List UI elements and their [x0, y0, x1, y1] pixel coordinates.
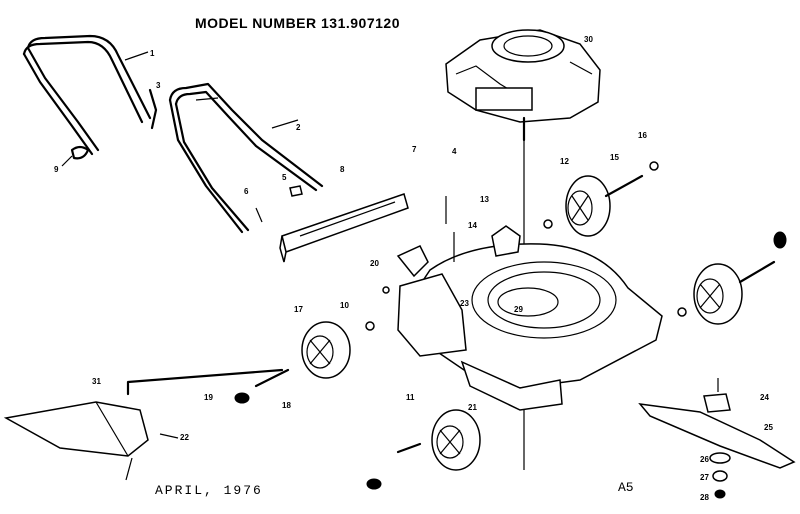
engine: [445, 29, 601, 470]
mower-deck: [396, 196, 663, 411]
callout-4: 4: [452, 147, 457, 156]
callout-18: 18: [282, 401, 291, 410]
callout-15: 15: [610, 153, 619, 162]
discharge-deflector: [3, 368, 284, 481]
callout-16: 16: [638, 131, 647, 140]
callout-28: 28: [700, 493, 709, 502]
callout-25: 25: [764, 423, 773, 432]
rear-wheel-far: [693, 263, 743, 325]
callout-21: 21: [468, 403, 477, 412]
callout-29: 29: [514, 305, 523, 314]
part-callouts: 1 2 3 4 5 6 7 8 9 10 11 12 13 14 15 16 1…: [54, 35, 773, 502]
model-number-title: MODEL NUMBER 131.907120: [195, 15, 400, 31]
callout-27: 27: [700, 473, 709, 482]
callout-9: 9: [54, 165, 59, 174]
callout-5: 5: [282, 173, 287, 182]
mower-blade: [638, 378, 796, 499]
front-wheel-left: [301, 321, 351, 379]
callout-7: 7: [412, 145, 417, 154]
callout-22: 22: [180, 433, 189, 442]
callout-11: 11: [406, 393, 415, 402]
callout-20: 20: [370, 259, 379, 268]
callout-1: 1: [150, 49, 155, 58]
front-wheel-near: [431, 409, 481, 471]
cross-bar: [279, 193, 409, 263]
callout-24: 24: [760, 393, 769, 402]
callout-3: 3: [156, 81, 161, 90]
callout-13: 13: [480, 195, 489, 204]
axle-bolts: [254, 174, 776, 454]
callout-31: 31: [92, 377, 101, 386]
callout-10: 10: [340, 301, 349, 310]
hubcaps: [234, 161, 787, 490]
lower-handle: [168, 82, 324, 234]
callout-17: 17: [294, 305, 303, 314]
callout-8: 8: [340, 165, 345, 174]
callout-26: 26: [700, 455, 709, 464]
callout-30: 30: [584, 35, 593, 44]
callout-14: 14: [468, 221, 477, 230]
callout-6: 6: [244, 187, 249, 196]
upper-handle: [22, 34, 152, 156]
callout-2: 2: [296, 123, 301, 132]
page-code: A5: [618, 480, 634, 495]
callout-19: 19: [204, 393, 213, 402]
callout-23: 23: [460, 299, 469, 308]
rear-wheel-right: [565, 175, 611, 237]
handle-hardware: [61, 88, 303, 223]
callout-12: 12: [560, 157, 569, 166]
diagram-date: APRIL, 1976: [155, 483, 263, 498]
